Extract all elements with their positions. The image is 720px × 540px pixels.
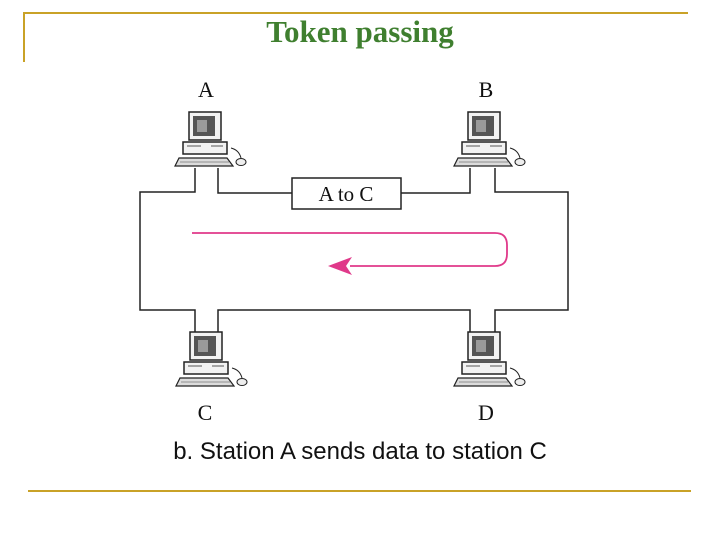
computer-icon [453,331,526,387]
top-rule [23,12,688,14]
station-c: C [175,331,248,425]
token-path-arrow [192,232,508,275]
station-b-label: B [479,77,494,102]
station-a: A [174,77,247,167]
bottom-rule [28,490,691,492]
ring-network [139,168,569,334]
station-b: B [453,77,526,167]
frame-box: A to C [291,177,402,210]
station-d: D [453,331,526,425]
computer-icon [174,111,247,167]
diagram-caption: b. Station A sends data to station C [173,438,547,465]
left-rule [23,12,25,62]
station-c-label: C [198,400,213,425]
computer-icon [453,111,526,167]
frame-label: A to C [319,182,374,206]
computer-icon [175,331,248,387]
slide-title: Token passing [266,14,454,49]
station-d-label: D [478,400,494,425]
station-a-label: A [198,77,214,102]
